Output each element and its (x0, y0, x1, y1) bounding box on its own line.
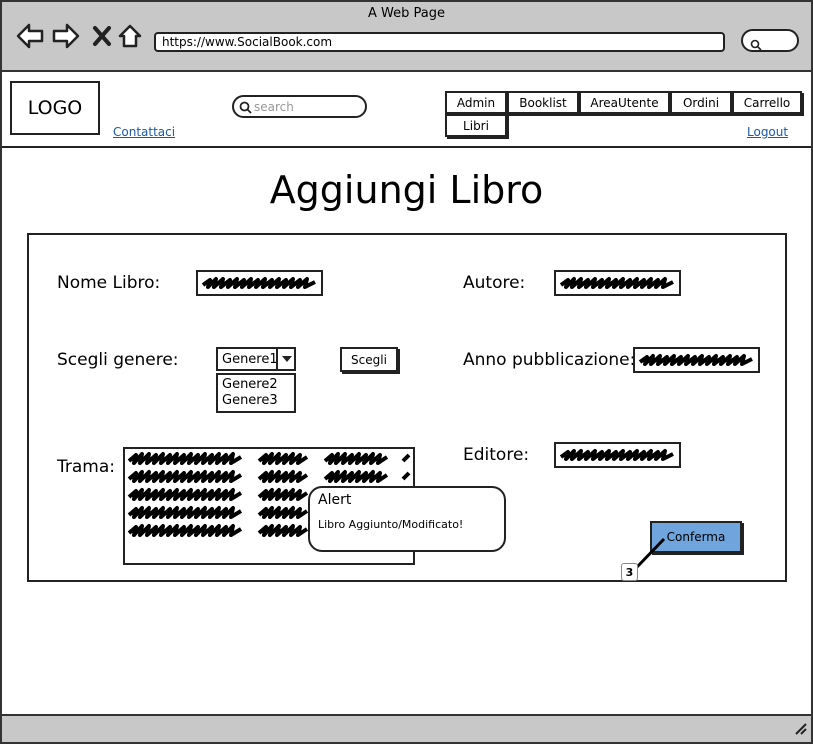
trama-label: Trama: (57, 457, 115, 477)
nome-libro-label: Nome Libro: (57, 273, 161, 293)
genre-option[interactable]: Genere2 (222, 377, 278, 392)
logo: LOGO (10, 81, 100, 135)
genre-options-list: Genere2 Genere3 (216, 373, 296, 413)
back-arrow-icon[interactable] (16, 22, 44, 50)
chevron-down-icon[interactable] (276, 347, 296, 371)
url-bar[interactable]: https://www.SocialBook.com (154, 32, 725, 52)
add-book-form (27, 233, 787, 582)
alert-message: Libro Aggiunto/Modificato! (318, 518, 464, 531)
editore-input[interactable] (554, 442, 681, 468)
scegli-button[interactable]: Scegli (340, 347, 398, 372)
nav-libri[interactable]: Libri (445, 114, 507, 137)
anno-pubblicazione-input[interactable] (633, 347, 760, 373)
browser-search-field[interactable] (741, 29, 799, 52)
alert-dialog: Alert Libro Aggiunto/Modificato! (308, 486, 506, 552)
forward-arrow-icon[interactable] (52, 22, 80, 50)
connector-line (635, 537, 666, 569)
search-input[interactable]: search (232, 95, 367, 118)
nav-booklist[interactable]: Booklist (507, 91, 579, 114)
autore-input[interactable] (554, 270, 681, 296)
anno-pubblicazione-label: Anno pubblicazione: (463, 350, 636, 370)
nav-ordini[interactable]: Ordini (670, 91, 732, 114)
search-icon (239, 101, 252, 119)
search-icon (750, 36, 762, 55)
nav-carrello[interactable]: Carrello (732, 91, 802, 114)
browser-status-bar (2, 714, 811, 742)
editore-label: Editore: (463, 445, 530, 465)
autore-label: Autore: (463, 273, 526, 293)
page-title: Aggiungi Libro (269, 168, 544, 212)
home-icon[interactable] (116, 22, 144, 50)
logout-link[interactable]: Logout (747, 125, 789, 139)
genre-selected-value: Genere1 (222, 352, 278, 367)
window-title: A Web Page (368, 6, 445, 21)
step-badge: 3 (621, 563, 638, 581)
resize-grip-icon[interactable] (793, 720, 807, 739)
nav-areautente[interactable]: AreaUtente (579, 91, 670, 114)
genre-option[interactable]: Genere3 (222, 393, 278, 408)
alert-title: Alert (318, 492, 352, 508)
header-divider (2, 146, 811, 148)
close-icon[interactable] (88, 22, 116, 50)
nav-admin[interactable]: Admin (445, 91, 507, 114)
search-placeholder: search (254, 100, 294, 114)
genre-select[interactable]: Genere1 (216, 347, 296, 371)
genere-label: Scegli genere: (57, 350, 179, 370)
confirm-button[interactable]: Conferma (650, 521, 742, 553)
contact-link[interactable]: Contattaci (113, 125, 176, 139)
nome-libro-input[interactable] (196, 270, 323, 296)
